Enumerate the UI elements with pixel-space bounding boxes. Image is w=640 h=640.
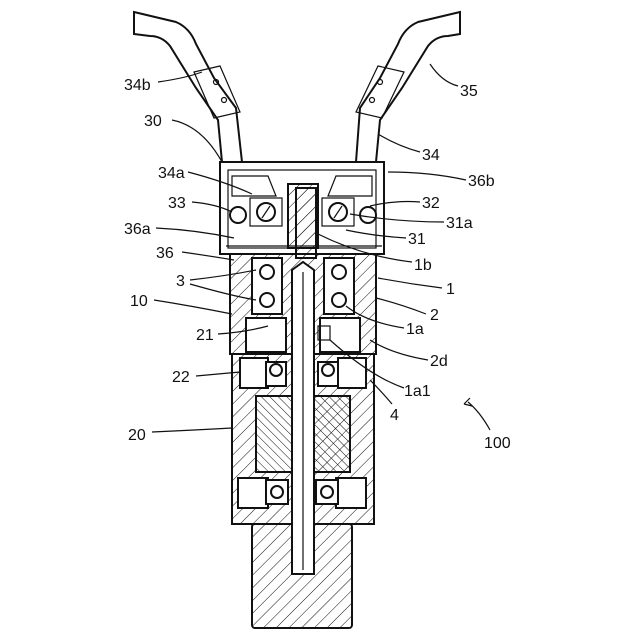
label-4: 4 [390,407,399,424]
label-22: 22 [172,369,190,386]
label-36a: 36a [124,221,151,238]
label-33: 33 [168,195,186,212]
label-34: 34 [422,147,440,164]
label-36: 36 [156,245,174,262]
label-36b: 36b [468,173,495,190]
label-1a1: 1a1 [404,383,431,400]
label-1a: 1a [406,321,424,338]
label-35: 35 [460,83,478,100]
central-shaft [292,188,316,574]
right-finger [356,12,460,162]
label-34b: 34b [124,77,151,94]
label-1: 1 [446,281,455,298]
label-100: 100 [484,435,511,452]
label-10: 10 [130,293,148,310]
label-2d: 2d [430,353,448,370]
label-2: 2 [430,307,439,324]
label-34a: 34a [158,165,185,182]
label-31: 31 [408,231,426,248]
label-21: 21 [196,327,214,344]
label-1b: 1b [414,257,432,274]
label-30: 30 [144,113,162,130]
label-32: 32 [422,195,440,212]
label-31a: 31a [446,215,473,232]
label-3: 3 [176,273,185,290]
label-20: 20 [128,427,146,444]
